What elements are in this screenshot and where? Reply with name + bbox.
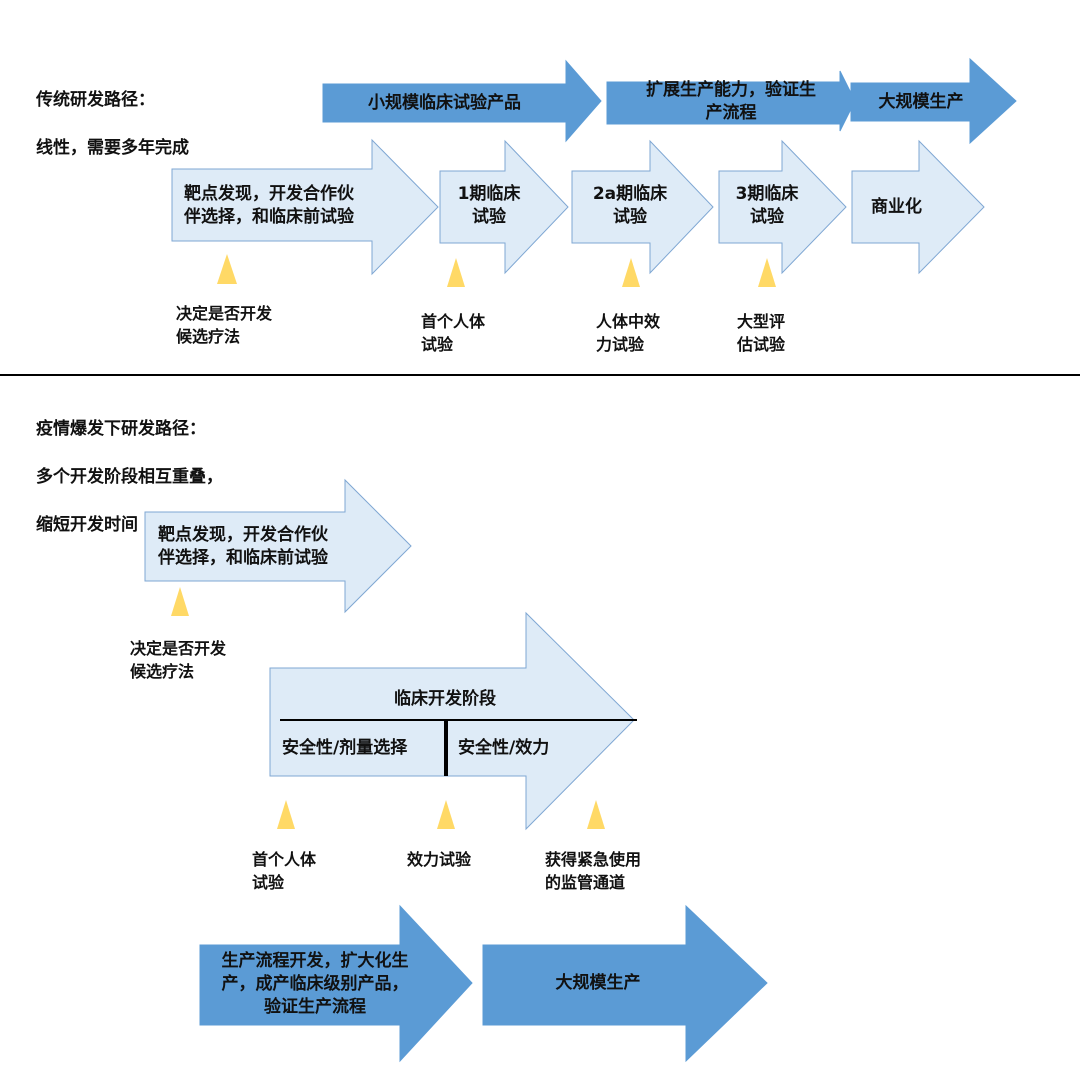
trad-mfg-arrow-expand — [606, 70, 856, 132]
trad-milestone-label-1-l1: 决定是否开发 — [176, 304, 273, 323]
trad-title-text: 传统研发路径： — [36, 90, 155, 110]
pand-subtitle-l1: 多个开发阶段相互重叠， — [36, 467, 223, 487]
pand-clinical-title: 临床开发阶段 — [270, 688, 620, 711]
pand-phase-label-preclinical: 靶点发现，开发合作伙 伴选择，和临床前试验 — [158, 524, 328, 570]
trad-phase-label-phase3-l1: 3期临床 — [735, 184, 799, 204]
trad-phase-arrow-preclinical — [171, 138, 439, 276]
pand-mfg-label-process-l1: 生产流程开发，扩大化生 — [221, 951, 409, 971]
trad-mfg-arrow-small-scale — [322, 59, 602, 143]
pand-milestone-marker-decision — [171, 587, 189, 616]
pand-mfg-arrow-large-scale — [482, 904, 768, 1063]
trad-mfg-label-expand-l1: 扩展生产能力，验证生 — [646, 80, 816, 100]
trad-phase-label-preclinical-l1: 靶点发现，开发合作伙 — [184, 184, 354, 204]
pand-decision-label-l1: 决定是否开发 — [130, 639, 227, 658]
trad-milestone-label-2-l2: 试验 — [421, 335, 454, 354]
pand-clinical-right-label: 安全性/效力 — [458, 737, 549, 760]
trad-phase-arrow-phase1 — [439, 139, 569, 275]
pand-title: 疫情爆发下研发路径： 多个开发阶段相互重叠， 缩短开发时间 — [36, 393, 223, 537]
trad-phase-label-phase3: 3期临床 试验 — [722, 183, 812, 229]
pand-decision-label: 决定是否开发 候选疗法 — [130, 637, 226, 683]
trad-mfg-label-small-scale-text: 小规模临床试验产品 — [368, 93, 521, 113]
trad-mfg-arrow-large-scale — [850, 57, 1017, 145]
trad-phase-label-preclinical: 靶点发现，开发合作伙 伴选择，和临床前试验 — [184, 183, 354, 229]
trad-phase-label-preclinical-l2: 伴选择，和临床前试验 — [184, 207, 354, 227]
trad-milestone-label-4-l1: 大型评 — [737, 312, 786, 331]
trad-subtitle-text: 线性，需要多年完成 — [36, 138, 189, 158]
trad-phase-label-phase1-l2: 试验 — [472, 207, 506, 227]
trad-mfg-label-expand: 扩展生产能力，验证生 产流程 — [607, 79, 855, 125]
pand-clinical-title-text: 临床开发阶段 — [394, 689, 496, 709]
trad-phase-arrow-phase2a — [571, 139, 714, 275]
trad-phase-label-phase3-l2: 试验 — [750, 207, 784, 227]
pand-milestone-label-3: 获得紧急使用 的监管通道 — [545, 848, 641, 894]
pand-subtitle-l2: 缩短开发时间 — [36, 515, 138, 535]
trad-milestone-label-4: 大型评 估试验 — [737, 310, 785, 356]
pand-phase-arrow-preclinical — [144, 478, 412, 614]
trad-phase-label-commercial-text: 商业化 — [871, 197, 922, 217]
pand-mfg-label-process-l3: 验证生产流程 — [264, 997, 366, 1017]
trad-phase-label-commercial: 商业化 — [871, 196, 922, 219]
trad-milestone-marker-4 — [758, 258, 776, 287]
trad-milestone-marker-1 — [217, 254, 237, 284]
trad-milestone-label-3: 人体中效 力试验 — [596, 310, 660, 356]
trad-phase-label-phase2a: 2a期临床 试验 — [580, 183, 680, 229]
pand-mfg-label-large-scale-text: 大规模生产 — [555, 973, 641, 993]
trad-milestone-marker-3 — [622, 258, 640, 287]
trad-mfg-label-large-scale-text: 大规模生产 — [878, 92, 964, 112]
trad-phase-label-phase1: 1期临床 试验 — [444, 183, 534, 229]
trad-title: 传统研发路径： 线性，需要多年完成 — [36, 64, 189, 160]
pand-mfg-label-process: 生产流程开发，扩大化生 产，成产临床级别产品， 验证生产流程 — [200, 950, 430, 1019]
pand-milestone-marker-3 — [587, 800, 605, 829]
pand-clinical-left-text: 安全性/剂量选择 — [282, 738, 408, 758]
trad-phase-arrow-commercial — [851, 139, 985, 275]
pand-mfg-label-process-l2: 产，成产临床级别产品， — [221, 974, 409, 994]
trad-milestone-label-3-l2: 力试验 — [596, 335, 645, 354]
pand-milestone-label-2: 效力试验 — [407, 848, 471, 871]
pand-milestone-label-3-l2: 的监管通道 — [545, 873, 626, 892]
trad-mfg-label-large-scale: 大规模生产 — [851, 91, 991, 114]
trad-phase-label-phase2a-l1: 2a期临床 — [592, 184, 668, 204]
trad-milestone-label-1-l2: 候选疗法 — [176, 327, 241, 346]
pand-milestone-label-3-l1: 获得紧急使用 — [545, 850, 642, 869]
pand-phase-label-preclinical-l1: 靶点发现，开发合作伙 — [158, 525, 328, 545]
trad-milestone-label-4-l2: 估试验 — [737, 335, 786, 354]
pand-milestone-marker-2 — [437, 800, 455, 829]
pand-milestone-label-1-l1: 首个人体 — [252, 850, 317, 869]
trad-milestone-label-1: 决定是否开发 候选疗法 — [176, 302, 272, 348]
pand-phase-label-preclinical-l2: 伴选择，和临床前试验 — [158, 548, 328, 568]
trad-mfg-label-expand-l2: 产流程 — [705, 103, 757, 123]
trad-phase-label-phase1-l1: 1期临床 — [457, 184, 521, 204]
trad-milestone-label-2-l1: 首个人体 — [421, 312, 486, 331]
trad-phase-label-phase2a-l2: 试验 — [613, 207, 647, 227]
trad-phase-arrow-phase3 — [718, 139, 847, 275]
pand-clinical-left-label: 安全性/剂量选择 — [282, 737, 407, 760]
pand-milestone-label-1: 首个人体 试验 — [252, 848, 316, 894]
pand-decision-label-l2: 候选疗法 — [130, 662, 195, 681]
pand-mfg-arrow-process — [199, 904, 473, 1063]
trad-mfg-label-small-scale: 小规模临床试验产品 — [323, 92, 566, 115]
pand-milestone-marker-1 — [277, 800, 295, 829]
trad-milestone-label-2: 首个人体 试验 — [421, 310, 485, 356]
trad-milestone-label-3-l1: 人体中效 — [596, 312, 661, 331]
pand-milestone-label-2-text: 效力试验 — [407, 850, 472, 869]
pand-clinical-right-text: 安全性/效力 — [458, 738, 550, 758]
pand-title-text: 疫情爆发下研发路径： — [36, 419, 206, 439]
pand-mfg-label-large-scale: 大规模生产 — [483, 972, 713, 995]
pand-milestone-label-1-l2: 试验 — [252, 873, 285, 892]
trad-milestone-marker-2 — [447, 258, 465, 287]
